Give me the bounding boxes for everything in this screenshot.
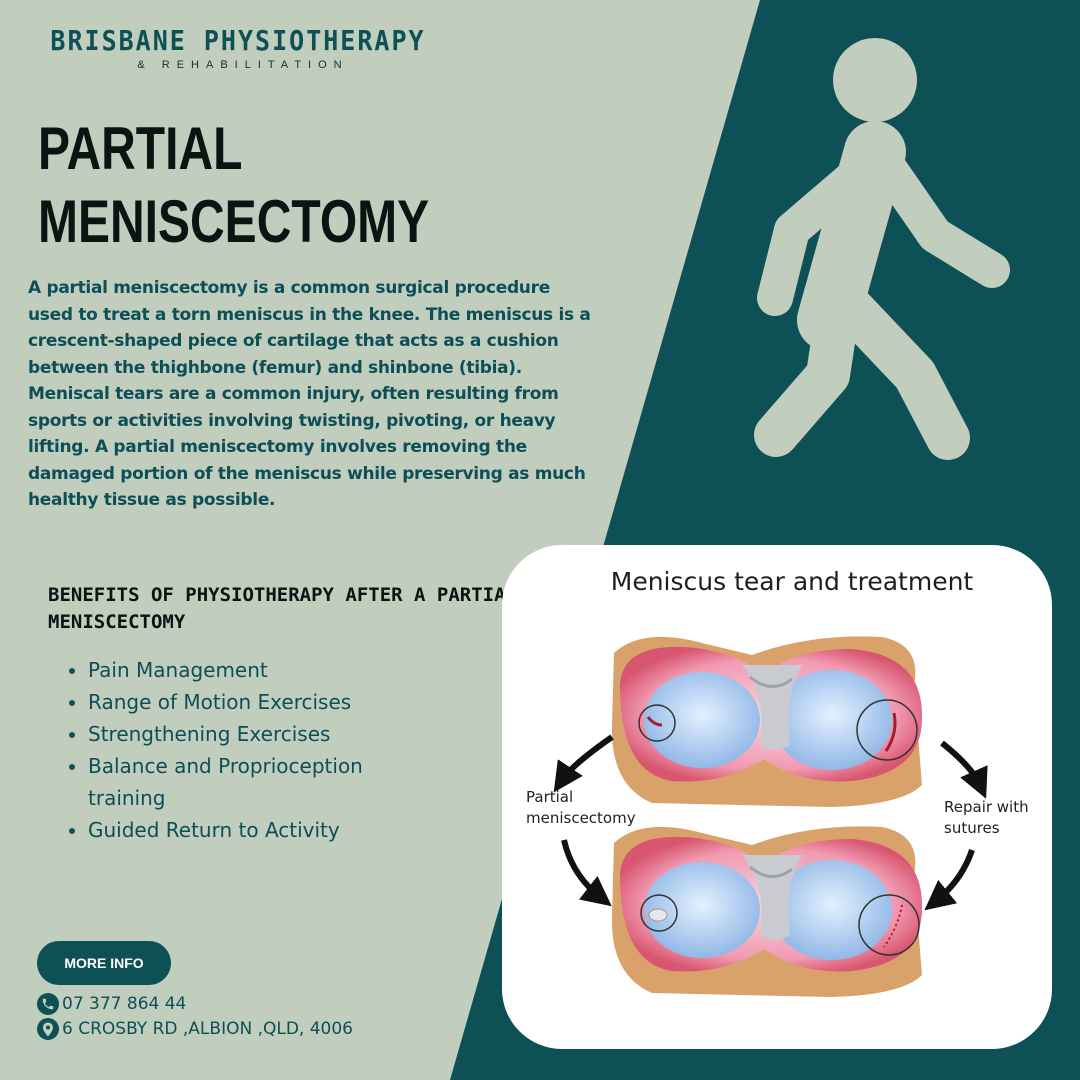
meniscus-bottom-image	[611, 826, 923, 997]
arrow-icon	[940, 740, 988, 799]
brand-name: BRISBANE PHYSIOTHERAPY	[50, 24, 426, 57]
partial-meniscectomy-label: Partial meniscectomy	[526, 787, 636, 829]
list-item: Balance and Proprioception training	[88, 750, 428, 814]
page-title-line-1: PARTIAL	[38, 115, 243, 182]
address-text: 6 CROSBY RD ,ALBION ,QLD, 4006	[62, 1019, 354, 1039]
contact-address[interactable]: 6 CROSBY RD ,ALBION ,QLD, 4006	[37, 1018, 353, 1040]
meniscus-diagram	[553, 636, 988, 997]
list-item: Strengthening Exercises	[88, 718, 428, 750]
repair-with-sutures-label-line-2: sutures	[944, 819, 1000, 837]
meniscus-illustration-card: Meniscus tear and treatment	[502, 545, 1052, 1049]
page-title-line-2: MENISCECTOMY	[38, 188, 430, 255]
repair-with-sutures-label-line-1: Repair with	[944, 798, 1029, 816]
illustration-title: Meniscus tear and treatment	[610, 567, 974, 596]
phone-icon	[37, 993, 59, 1015]
benefits-heading: Benefits of Physiotherapy after a Partia…	[48, 584, 517, 633]
brand-logo: BRISBANE PHYSIOTHERAPY & REHABILITATION	[42, 24, 434, 71]
contact-phone[interactable]: 07 377 864 44	[37, 993, 186, 1015]
walking-person-icon	[754, 38, 1010, 460]
arrow-icon	[553, 734, 614, 793]
partial-meniscectomy-label-line-1: Partial	[526, 788, 574, 806]
intro-paragraph: A partial meniscectomy is a common surgi…	[28, 278, 591, 510]
benefits-list: Pain Management Range of Motion Exercise…	[66, 654, 428, 846]
page-title: PARTIAL MENISCECTOMY	[38, 112, 429, 258]
list-item: Range of Motion Exercises	[88, 686, 428, 718]
meniscus-top-image	[611, 636, 923, 807]
partial-meniscectomy-label-line-2: meniscectomy	[526, 809, 636, 827]
phone-number: 07 377 864 44	[62, 994, 187, 1014]
list-item: Pain Management	[88, 654, 428, 686]
arrow-icon	[924, 849, 975, 911]
arrow-icon	[561, 839, 612, 907]
repair-with-sutures-label: Repair with sutures	[944, 797, 1029, 839]
more-info-button[interactable]: MORE INFO	[37, 941, 171, 985]
location-pin-icon	[37, 1018, 59, 1040]
list-item: Guided Return to Activity	[88, 814, 428, 846]
brand-tagline: & REHABILITATION	[137, 59, 349, 71]
